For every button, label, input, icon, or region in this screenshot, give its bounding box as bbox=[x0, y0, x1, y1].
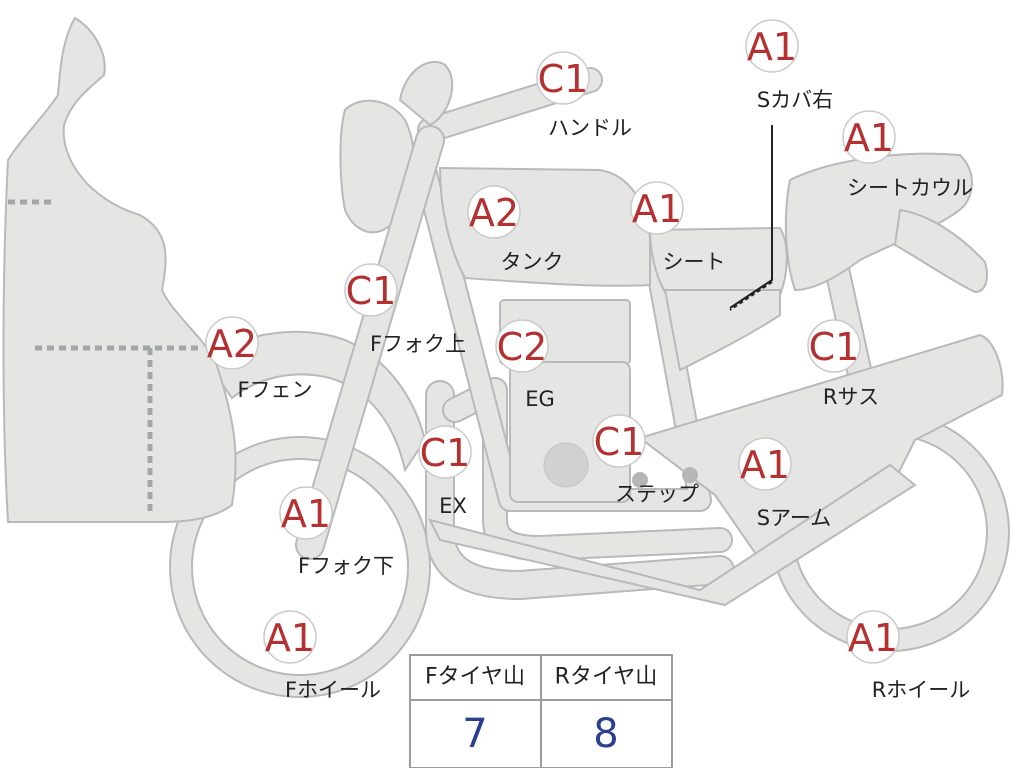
part-label-seat-cowl: シートカウル bbox=[847, 176, 973, 200]
grade-text-tank: A2 bbox=[469, 191, 519, 235]
grade-text-f-fender: A2 bbox=[207, 322, 257, 366]
grade-text-engine: C2 bbox=[497, 325, 548, 369]
grade-text-f-wheel: A1 bbox=[265, 616, 315, 660]
part-label-f-wheel: Fホイール bbox=[285, 678, 381, 702]
grade-text-r-suspension: C1 bbox=[809, 325, 860, 369]
callout-step: C1 ステップ bbox=[592, 414, 699, 506]
grade-badge-engine bbox=[495, 319, 549, 373]
part-label-seat: シート bbox=[663, 250, 726, 274]
step-peg-1 bbox=[632, 472, 648, 488]
grade-text-r-wheel: A1 bbox=[848, 616, 898, 660]
part-label-r-wheel: Rホイール bbox=[872, 678, 971, 702]
mirror-shape bbox=[398, 60, 454, 127]
front-wheel-rim bbox=[171, 438, 429, 696]
grade-text-handle: C1 bbox=[538, 57, 589, 101]
part-label-engine: EG bbox=[525, 387, 555, 411]
grade-badge-f-wheel bbox=[263, 610, 317, 664]
grade-badge-r-wheel bbox=[846, 610, 900, 664]
tire-tread-table: Fタイヤ山 Rタイヤ山 7 8 bbox=[409, 654, 673, 768]
grade-badge-r-suspension bbox=[807, 319, 861, 373]
fork-fill bbox=[297, 127, 443, 558]
tire-table-header-rear: Rタイヤ山 bbox=[555, 665, 658, 690]
step-peg-2 bbox=[682, 467, 698, 483]
grade-text-seat-cowl: A1 bbox=[844, 116, 894, 160]
grade-text-step: C1 bbox=[594, 420, 645, 464]
grade-badge-f-fork-lower bbox=[279, 486, 333, 540]
grade-badge-exhaust bbox=[418, 425, 472, 479]
part-label-r-suspension: Rサス bbox=[823, 385, 879, 409]
grade-badge-swing-arm bbox=[738, 437, 792, 491]
callout-tank: A2 タンク bbox=[467, 185, 564, 274]
grade-text-seat: A1 bbox=[632, 187, 682, 231]
part-label-handle: ハンドル bbox=[548, 116, 632, 140]
grade-badge-f-fork-upper bbox=[344, 263, 398, 317]
swing-arm-lower bbox=[428, 463, 917, 607]
callout-handle: C1 ハンドル bbox=[536, 51, 632, 140]
s-cover-pointer-dash bbox=[729, 281, 773, 311]
callout-seat: A1 シート bbox=[630, 181, 726, 274]
part-label-step: ステップ bbox=[615, 482, 699, 506]
grade-badge-seat-cowl bbox=[842, 110, 896, 164]
part-label-exhaust: EX bbox=[439, 494, 467, 518]
part-label-f-fender: Fフェン bbox=[237, 378, 312, 402]
tire-table-value-rear: 8 bbox=[593, 711, 618, 757]
grade-text-f-fork-lower: A1 bbox=[281, 492, 331, 536]
fairing-shape bbox=[2, 16, 237, 523]
grade-badge-seat bbox=[630, 181, 684, 235]
grade-badge-handle bbox=[536, 51, 590, 105]
part-label-tank: タンク bbox=[501, 250, 564, 274]
grade-text-f-fork-upper: C1 bbox=[346, 269, 397, 313]
grade-text-exhaust: C1 bbox=[420, 431, 471, 475]
callout-seat-cowl: A1 シートカウル bbox=[842, 110, 973, 200]
part-label-s-cover-right: Sカバ右 bbox=[757, 88, 833, 112]
grade-badge-step bbox=[592, 414, 646, 468]
tire-table-value-front: 7 bbox=[462, 711, 487, 757]
tire-table-header-front: Fタイヤ山 bbox=[425, 665, 525, 690]
part-label-swing-arm: Sアーム bbox=[757, 506, 831, 530]
s-cover-pointer bbox=[729, 125, 773, 309]
grade-badge-tank bbox=[467, 185, 521, 239]
engine-cover bbox=[543, 442, 589, 488]
seat-cowl-tail bbox=[893, 208, 988, 294]
grade-text-s-cover-right: A1 bbox=[747, 25, 797, 69]
side-cover-shape bbox=[663, 289, 781, 372]
part-label-f-fork-upper: Fフォク上 bbox=[370, 332, 466, 356]
part-label-f-fork-lower: Fフォク下 bbox=[298, 554, 394, 578]
grade-badge-s-cover-right bbox=[745, 19, 799, 73]
grade-badge-f-fender bbox=[205, 316, 259, 370]
grade-text-swing-arm: A1 bbox=[740, 443, 790, 487]
